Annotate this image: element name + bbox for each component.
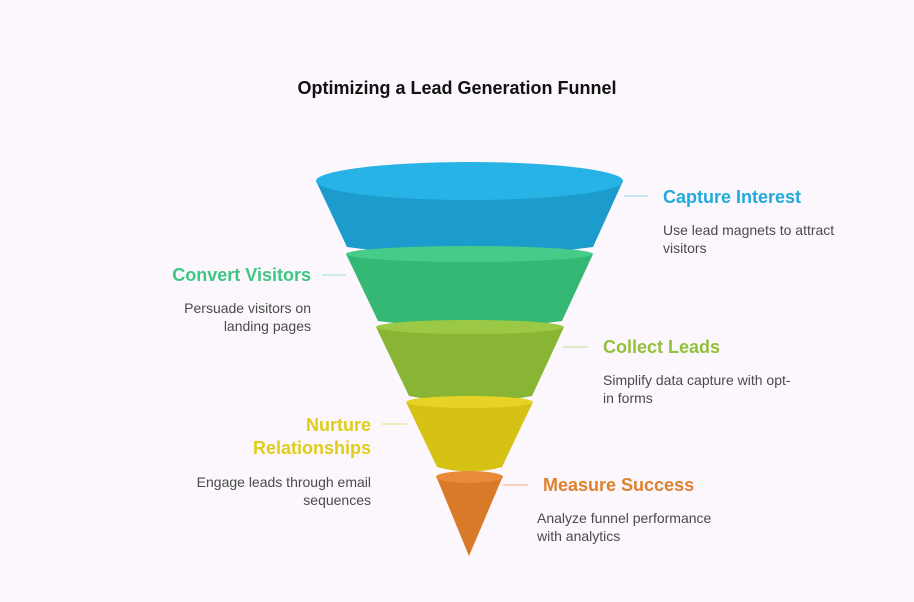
funnel-stage-1-top <box>316 162 623 200</box>
stage-desc-capture-interest: Use lead magnets to attract visitors <box>663 222 835 256</box>
stage-desc-measure-success: Analyze funnel performance with analytic… <box>537 510 712 544</box>
stage-title-convert-visitors: Convert Visitors <box>172 265 311 285</box>
stage-title-nurture-relationships: Nurture Relationships <box>252 415 371 458</box>
funnel-stage-collect-leads <box>376 320 564 402</box>
stage-title-measure-success: Measure Success <box>543 475 695 495</box>
stage-desc-nurture-relationships: Engage leads through email sequences <box>196 474 371 508</box>
stage-desc-convert-visitors: Persuade visitors on landing pages <box>184 300 311 334</box>
funnel-stage-2-body <box>346 254 593 328</box>
funnel-stage-capture-interest <box>316 162 623 256</box>
funnel-stage-measure-success <box>436 471 503 556</box>
funnel-stage-convert-visitors <box>346 246 593 328</box>
funnel-stage-2-top <box>346 246 593 262</box>
diagram-title: Optimizing a Lead Generation Funnel <box>297 78 617 98</box>
stage-desc-collect-leads: Simplify data capture with opt-in forms <box>603 372 791 406</box>
funnel-stage-nurture-relationships <box>406 396 533 472</box>
funnel-stage-5-body <box>436 476 503 556</box>
funnel-stage-3-top <box>376 320 564 334</box>
stage-title-capture-interest: Capture Interest <box>663 187 802 207</box>
stage-title-collect-leads: Collect Leads <box>603 337 721 357</box>
funnel-stage-4-top <box>406 396 533 408</box>
funnel-stage-1-body <box>316 181 623 256</box>
funnel-stage-4-body <box>406 402 533 472</box>
funnel-stage-5-top <box>436 471 503 483</box>
funnel-stage-3-body <box>376 327 564 402</box>
